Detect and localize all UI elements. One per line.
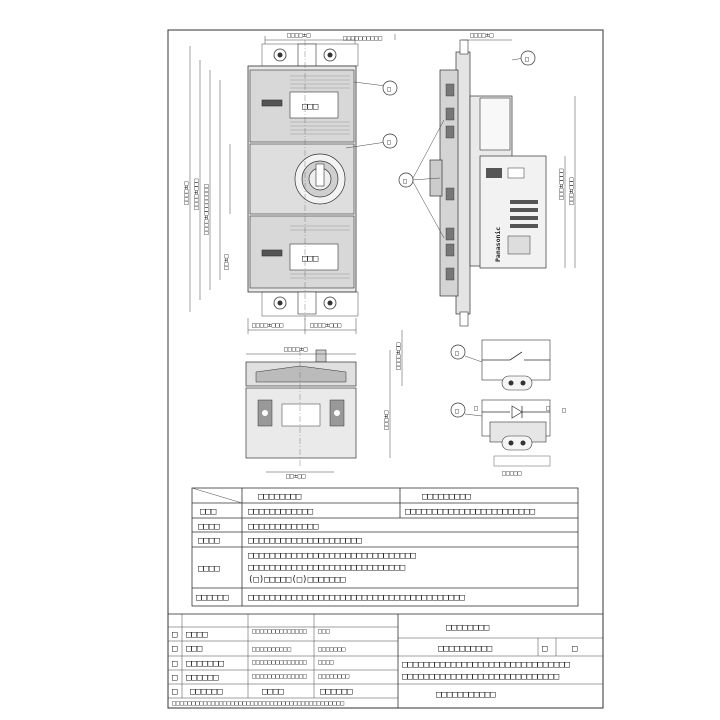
tb-doc-number: □□□□□□□□□□□: [436, 690, 496, 700]
top-panel-text: □□□: [302, 102, 319, 112]
tb-row-2-extra: □□□□□□□: [318, 645, 345, 653]
spec-row-5-label: □□□□□□: [196, 593, 229, 603]
callout-2: □: [387, 138, 391, 146]
front-view: □□□ □□□: [247, 40, 359, 320]
dim-bottom-width: □□±□□: [286, 472, 306, 480]
tb-row-1-extra: □□□: [318, 627, 330, 635]
tb-row-3-idx: □: [172, 659, 178, 669]
wiring-label-right: □: [562, 406, 566, 414]
tb-row-4-value: □□□□□□□□□□□□□□: [252, 672, 307, 680]
tb-sub-right-1: □: [542, 644, 548, 654]
front-dimensions: □□□□±□ □□□□±□ □□□□±□□□ □□□□±□□□□□□□□ □□±…: [182, 31, 396, 334]
dim-top-right: □□□□□□□□□□: [343, 34, 382, 42]
wiring-label-mid: □: [546, 404, 550, 412]
tb-row-5-idx: □: [172, 687, 178, 697]
spec-row-4-line-3: (□)□□□□□(□)□□□□□□□: [248, 575, 346, 585]
tb-row-4-label: □□□□□□: [186, 673, 219, 683]
dim-tall-2: □□□□±□□□: [192, 179, 200, 210]
spec-table: □□□□□□□□ □□□□□□□□□ □□□ □□□□□□□□□□□□ □□□□…: [191, 487, 579, 607]
callout-side-2: □: [403, 177, 407, 185]
tb-row-1-value: □□□□□□□□□□□□□□: [252, 627, 307, 635]
bottom-panel-text: □□□: [302, 254, 319, 264]
callout-side-1: □: [525, 55, 529, 63]
tb-row-3-extra: □□□□: [318, 658, 334, 666]
tb-subtitle: □□□□□□□□□□: [438, 644, 493, 654]
tb-row-2-label: □□□: [186, 644, 203, 654]
spec-row-2-label: □□□□: [198, 522, 220, 532]
dim-side-top: □□□□±□: [470, 31, 494, 39]
spec-row-1-col1: □□□□□□□□□□□□: [248, 507, 314, 517]
tb-row-1-idx: □: [172, 630, 178, 640]
dim-bottom-right-1: □□□□±□□: [394, 343, 402, 370]
spec-row-4-label: □□□□: [198, 564, 220, 574]
callout-wiring-2: □: [455, 407, 459, 415]
dim-bottom-top: □□□□±□: [284, 345, 308, 353]
tb-row-3-label: □□□□□□□: [186, 659, 225, 669]
spec-header-1: □□□□□□□□: [258, 492, 302, 502]
tb-note-1: □□□□□□□□□□□□□□□□□□□□□□□□□□□□□□□: [402, 660, 571, 670]
dim-bottom-right-2: □□□±□: [382, 410, 390, 430]
wiring-label-left: □: [474, 404, 478, 412]
spec-row-4-line-2: □□□□□□□□□□□□□□□□□□□□□□□□□□□□□: [248, 563, 406, 573]
wiring-caption: □□□□□: [502, 469, 522, 477]
side-dimensions: □□□□±□ □□□±□□□ □□□±□□□□ □ □: [398, 31, 576, 268]
tb-row-5-label: □□□□□□: [190, 687, 223, 697]
side-view: Panasonic: [429, 39, 547, 327]
tb-row-3-value: □□□□□□□□□□□□□□: [252, 658, 307, 666]
bottom-view: [245, 349, 357, 466]
spec-row-2-col1: □□□□□□□□□□□□□: [248, 522, 319, 532]
tb-row-2-idx: □: [172, 644, 178, 654]
dim-side-right-2: □□□±□□□□: [557, 169, 565, 200]
tb-row-5-extra: □□□□□□: [320, 687, 353, 697]
tb-note-2: □□□□□□□□□□□□□□□□□□□□□□□□□□□□□: [402, 672, 560, 682]
callout-1: □: [387, 85, 391, 93]
dim-tall-3: □□□□±□□□□□□□□: [202, 184, 210, 235]
wiring-diagram: □ □ □ □ □ □□□□□: [450, 339, 566, 477]
tb-sub-right-2: □: [572, 644, 578, 654]
dim-front-width-1: □□□□±□□□: [252, 321, 283, 329]
spec-header-2: □□□□□□□□□: [422, 492, 471, 502]
dim-side-right: □□□±□□□: [567, 178, 575, 205]
spec-row-1-label: □□□: [200, 507, 217, 517]
spec-row-3-label: □□□□: [198, 536, 220, 546]
tb-row-5-value: □□□□: [262, 687, 284, 697]
callout-wiring-1: □: [455, 349, 459, 357]
tb-row-4-idx: □: [172, 673, 178, 683]
spec-row-5-col1: □□□□□□□□□□□□□□□□□□□□□□□□□□□□□□□□□□□□□□□□: [248, 593, 465, 603]
dim-tall-4: □□±□: [222, 254, 230, 270]
dim-top-center: □□□□±□: [287, 31, 311, 39]
spec-row-4-line-1: □□□□□□□□□□□□□□□□□□□□□□□□□□□□□□□: [248, 551, 417, 561]
tb-footer: □□□□□□□□□□□□□□□□□□□□□□□□□□□□□□□□□□□□□□□□…: [172, 699, 344, 707]
bottom-dimensions: □□□□±□ □□□□±□□ □□□±□ □□±□□: [246, 330, 403, 480]
spec-row-1-col2: □□□□□□□□□□□□□□□□□□□□□□□□: [405, 507, 536, 517]
dim-front-width-2: □□□□±□□□: [310, 321, 341, 329]
title-block: □ □□□□ □□□□□□□□□□□□□□ □□□ □ □□□ □□□□□□□□…: [167, 613, 604, 709]
tb-title: □□□□□□□□: [446, 623, 490, 633]
front-callouts: □ □: [345, 80, 398, 149]
tb-row-2-value: □□□□□□□□□□: [252, 645, 291, 653]
tb-row-4-extra: □□□□□□□□: [318, 672, 349, 680]
dim-tall-1: □□□□±□: [182, 181, 190, 205]
tb-row-1-label: □□□□: [186, 630, 208, 640]
brand-label: Panasonic: [494, 227, 502, 262]
spec-row-3-col1: □□□□□□□□□□□□□□□□□□□□□: [248, 536, 362, 546]
